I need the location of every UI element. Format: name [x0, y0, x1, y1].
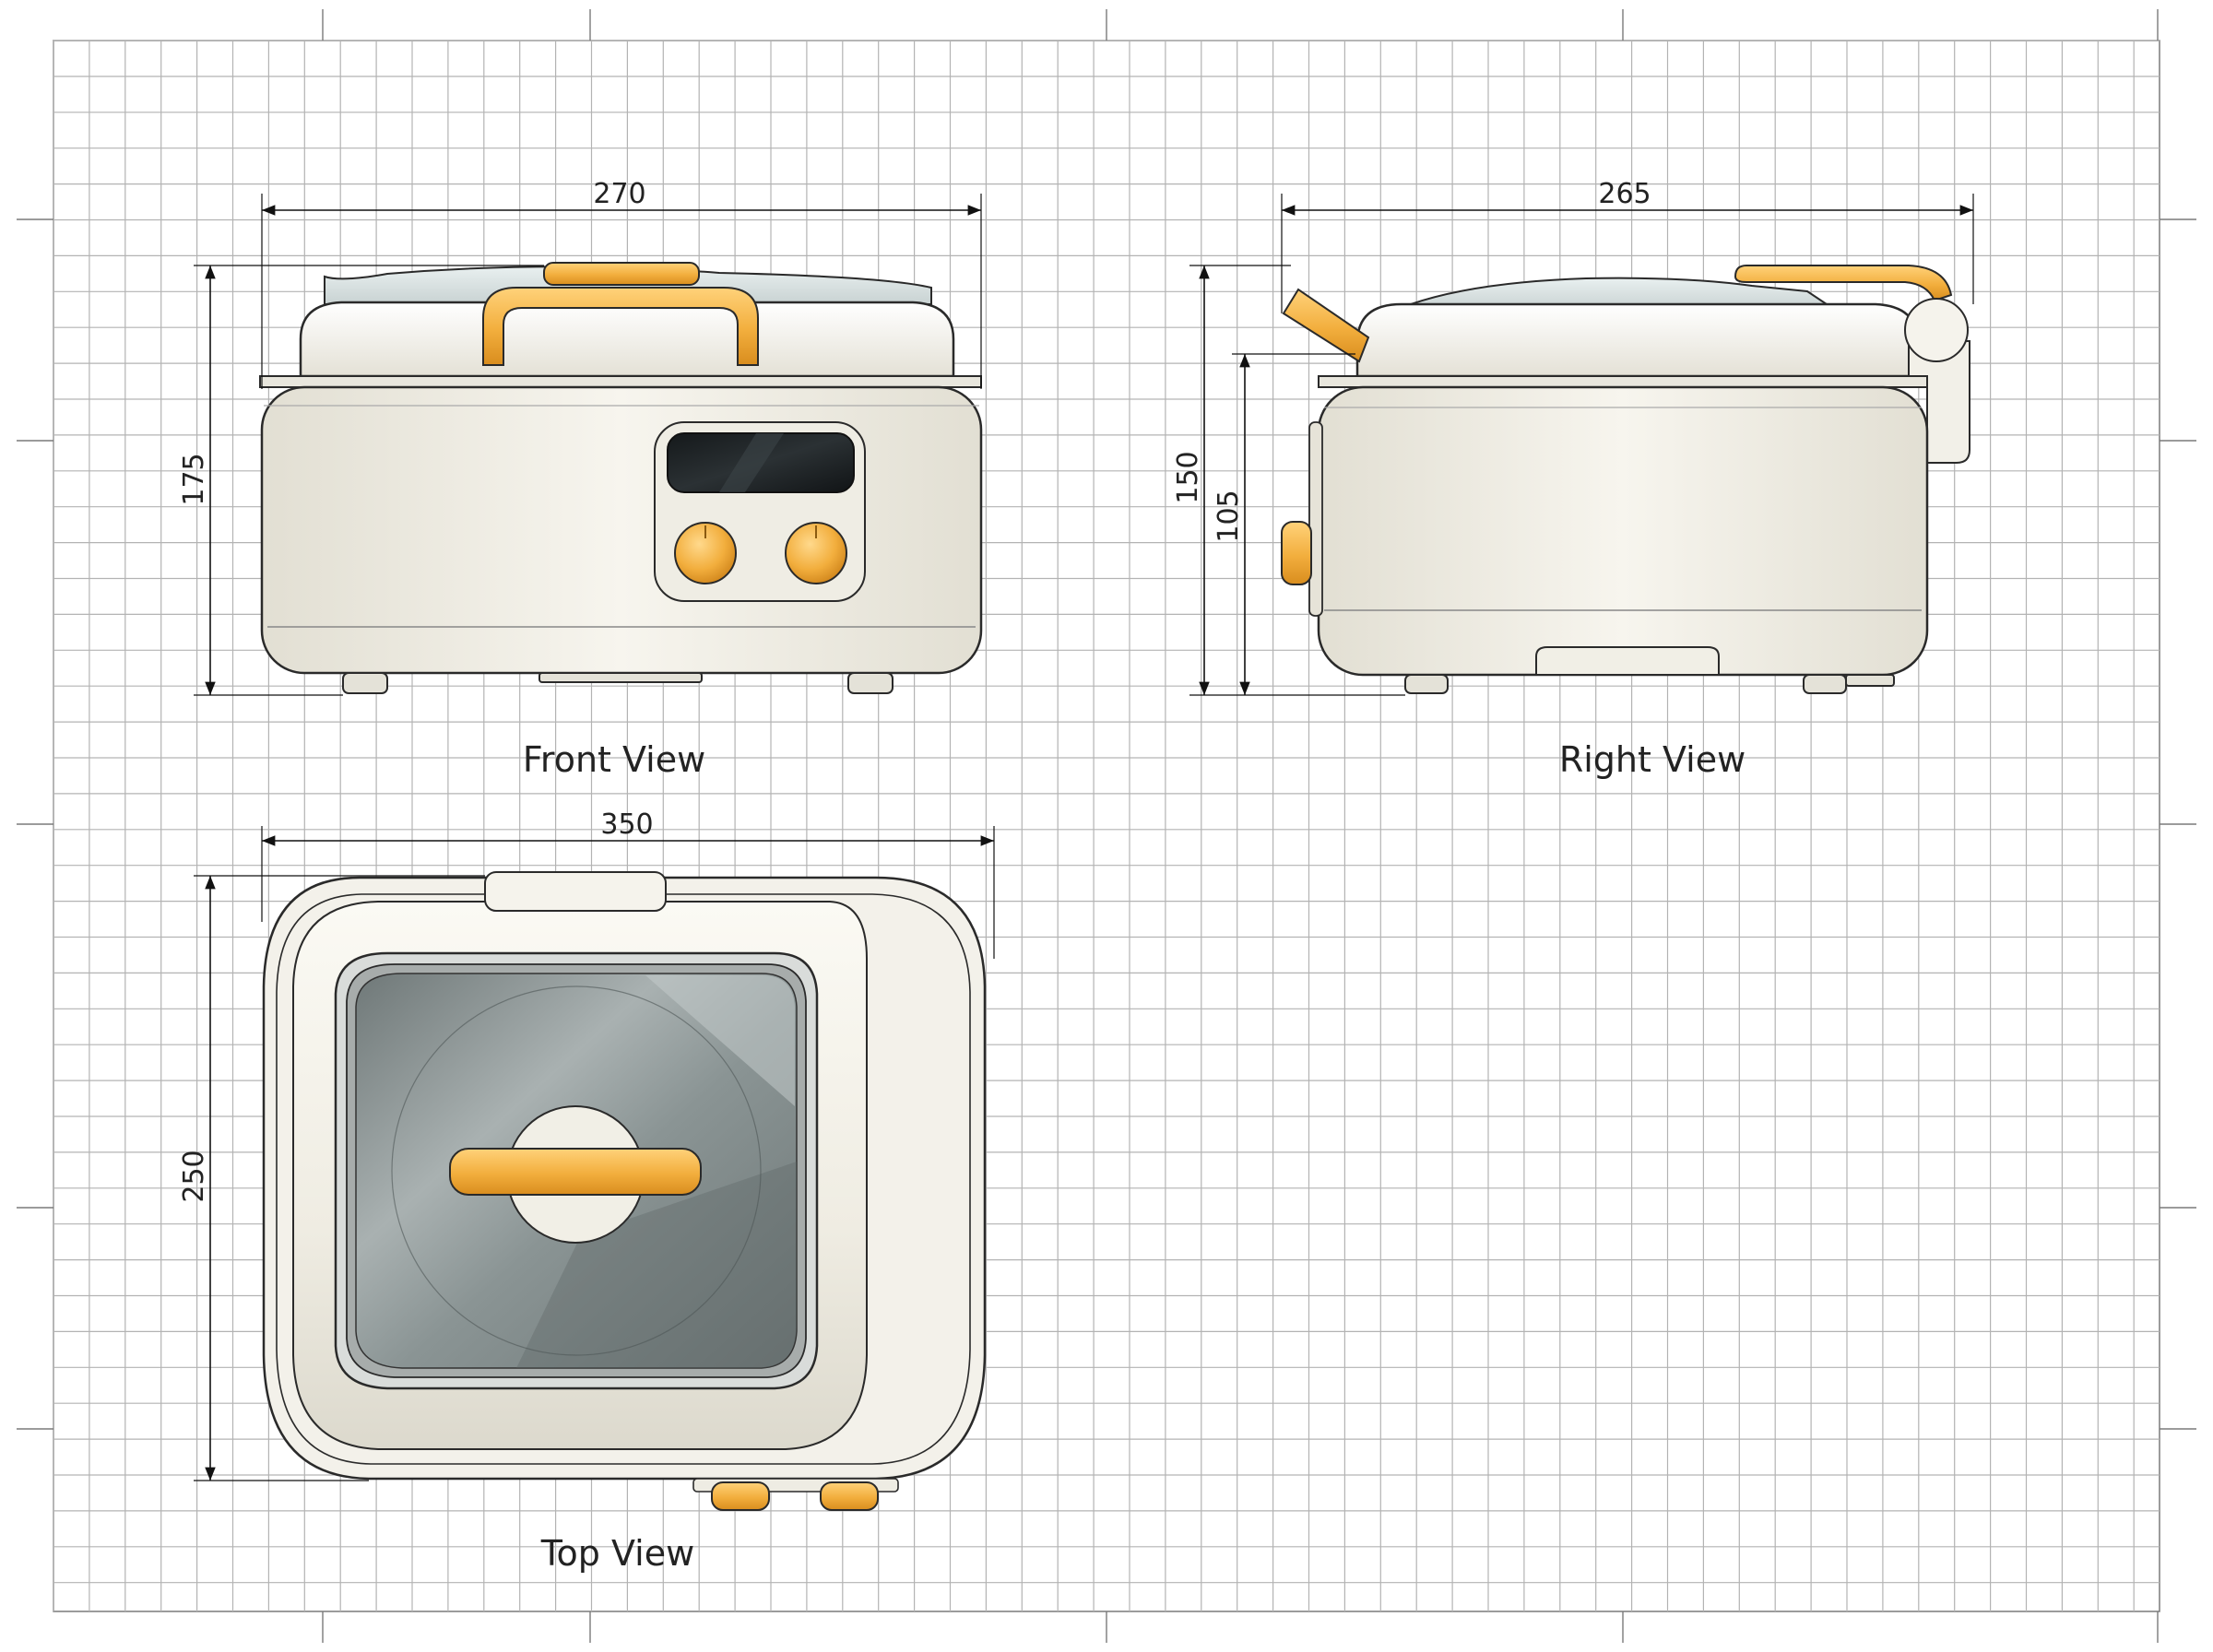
top-lid-inner-ring: [391, 985, 762, 1356]
front-foot-right: [847, 672, 893, 694]
front-body: [260, 385, 983, 675]
top-view-label: Top View: [540, 1533, 694, 1574]
front-knob-right: [785, 522, 847, 584]
right-lid-glass: [1410, 277, 1839, 311]
front-width-dimension: 270: [593, 178, 645, 210]
right-total-height-dimension: 150: [1172, 451, 1204, 503]
front-lid-handle: [482, 287, 759, 366]
right-view: 265 150 105 Right View: [1172, 178, 1974, 780]
front-height-dimension: 175: [178, 453, 210, 505]
right-hinge: [1904, 298, 1969, 362]
top-depth-dimension: 250: [178, 1150, 210, 1202]
front-foot-left: [342, 672, 388, 694]
front-lid-dome: [299, 301, 955, 378]
right-knob: [1281, 521, 1312, 585]
top-width-dimension: 350: [600, 808, 653, 841]
front-view-label: Front View: [523, 739, 705, 780]
right-lid-rim: [1318, 375, 1928, 388]
top-hinge-tab: [484, 871, 667, 912]
top-view: 350 250 Top View: [178, 808, 995, 1574]
top-knob-left: [711, 1481, 770, 1511]
front-base-tray: [538, 672, 703, 683]
right-body: [1317, 385, 1929, 677]
right-lid-handle: [1282, 288, 1370, 363]
front-lid-rim: [259, 375, 982, 388]
right-lid-knob: [1734, 265, 1953, 302]
front-view: 270 175 Front View: [178, 178, 983, 780]
right-foot-left: [1404, 674, 1449, 694]
right-width-dimension: 265: [1598, 178, 1651, 210]
right-panel-edge: [1308, 421, 1323, 617]
top-lid-handle: [449, 1148, 702, 1196]
right-lid-dome: [1355, 302, 1920, 378]
front-lid-knob: [543, 262, 700, 286]
right-body-height-dimension: 105: [1213, 490, 1245, 542]
right-foot-right: [1803, 674, 1847, 694]
front-knob-left: [674, 522, 737, 584]
top-knob-right: [820, 1481, 879, 1511]
right-view-label: Right View: [1559, 739, 1746, 780]
right-base-drawer: [1535, 646, 1720, 676]
